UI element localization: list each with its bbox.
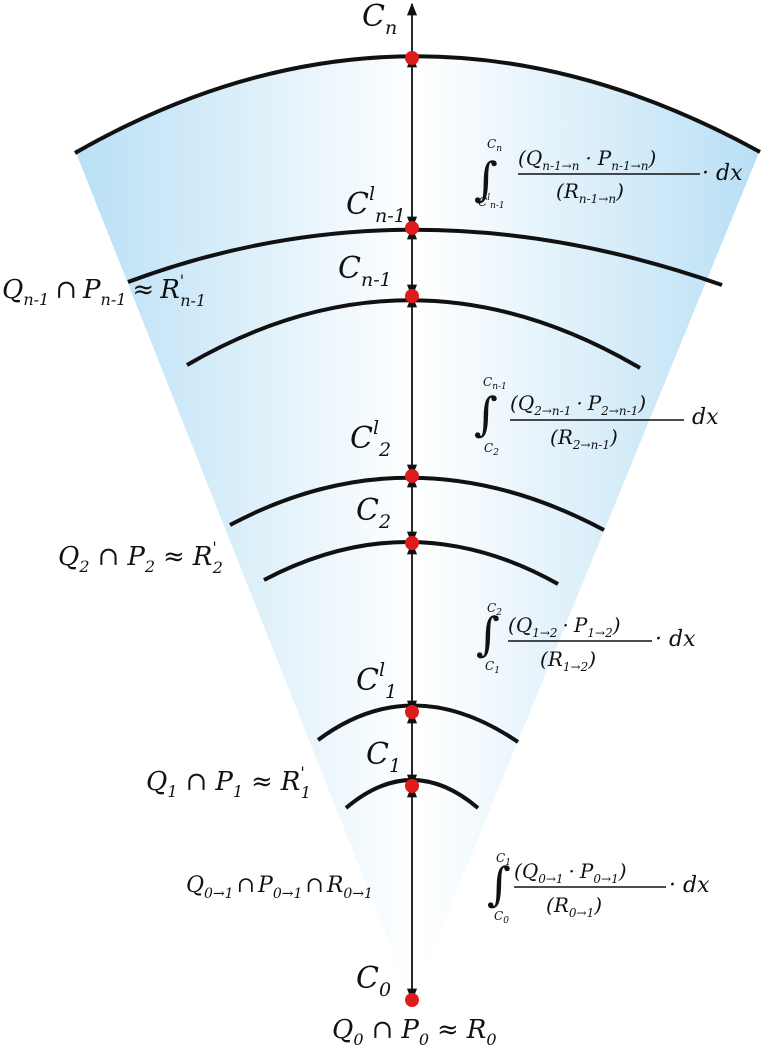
svg-text:(R2→n-1): (R2→n-1) <box>550 425 618 452</box>
svg-text:C1: C1 <box>485 659 500 676</box>
integral-sign: ∫ <box>476 607 500 661</box>
svg-text:(R0→1): (R0→1) <box>546 893 602 920</box>
node-c2 <box>405 536 419 550</box>
node-c1 <box>405 779 419 793</box>
svg-text:C2: C2 <box>484 441 499 458</box>
integral-sign: ∫ <box>474 152 498 206</box>
integral-sign: ∫ <box>487 857 511 911</box>
svg-text:(Qn-1→n·Pn-1→n): (Qn-1→n·Pn-1→n) <box>518 146 656 173</box>
svg-text:Cn: Cn <box>487 137 502 154</box>
svg-text:C2: C2 <box>487 601 502 618</box>
label-c11: Cl1 <box>356 659 397 703</box>
node-c0 <box>405 993 419 1007</box>
node-c11 <box>405 705 419 719</box>
svg-text:C1: C1 <box>496 851 511 868</box>
label-c12: Cl2 <box>350 417 391 461</box>
svg-text:(Q1→2·P1→2): (Q1→2·P1→2) <box>508 613 621 640</box>
integral-mid2: ∫ Cn-1 C2 (Q2→n-1·P2→n-1) (R2→n-1) dx <box>474 375 719 458</box>
label-c1: C1 <box>366 737 401 777</box>
nodes <box>405 51 419 1007</box>
relation-n-1: Qn-1∩Pn-1≈R'n-1 <box>2 271 206 310</box>
svg-text:· dx: · dx <box>702 161 743 186</box>
relation-2: Q2∩P2≈R'2 <box>58 538 223 577</box>
integral-bottom: ∫ C1 C0 (Q0→1·P0→1) (R0→1) · dx <box>487 851 710 926</box>
node-c12 <box>405 469 419 483</box>
svg-text:(Q0→1·P0→1): (Q0→1·P0→1) <box>514 859 627 886</box>
svg-text:C0: C0 <box>494 909 509 926</box>
relation-0: Q0∩P0≈R0 <box>332 1015 497 1049</box>
svg-text:· dx: · dx <box>655 627 696 652</box>
label-c2: C2 <box>356 493 391 533</box>
relation-1: Q1∩P1≈R'1 <box>146 763 311 802</box>
svg-text:· dx: · dx <box>669 873 710 898</box>
label-c1-n-1: Cln-1 <box>346 183 406 227</box>
node-c1-n-1 <box>405 221 419 235</box>
node-c-n-1 <box>405 289 419 303</box>
integral-sign: ∫ <box>474 387 498 441</box>
label-c0: C0 <box>356 961 391 1001</box>
svg-text:dx: dx <box>692 405 719 430</box>
svg-text:(R1→2): (R1→2) <box>540 647 596 674</box>
relation-0-1: Q0→1∩P0→1∩R0→1 <box>186 873 373 902</box>
label-c-n-1: Cn-1 <box>338 251 392 291</box>
integral-mid1: ∫ C2 C1 (Q1→2·P1→2) (R1→2) · dx <box>476 601 696 676</box>
svg-text:Cln-1: Cln-1 <box>478 193 505 211</box>
svg-text:Cn-1: Cn-1 <box>483 375 507 392</box>
label-cn: Cn <box>362 0 397 39</box>
svg-text:(Rn-1→n): (Rn-1→n) <box>556 179 624 206</box>
node-cn <box>405 51 419 65</box>
integral-top: ∫ Cn Cln-1 (Qn-1→n·Pn-1→n) (Rn-1→n) · dx <box>474 137 743 211</box>
cone-shape <box>75 55 760 1000</box>
svg-text:(Q2→n-1·P2→n-1): (Q2→n-1·P2→n-1) <box>510 391 646 418</box>
